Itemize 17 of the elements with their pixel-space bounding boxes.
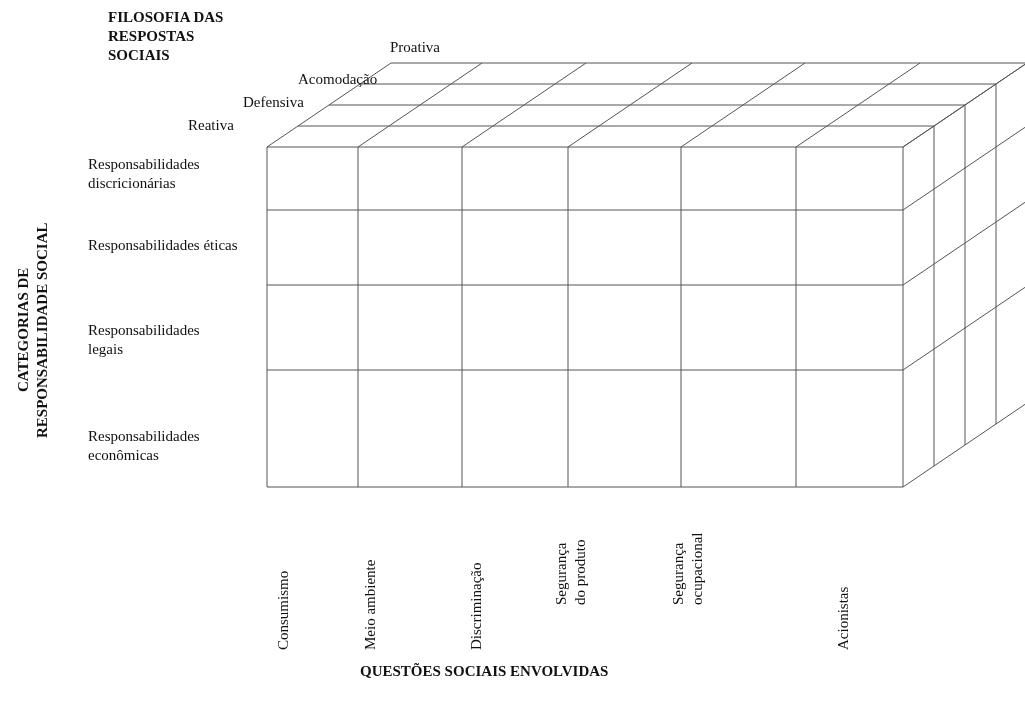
- column-label: Segurança do produto: [552, 538, 589, 605]
- row-label: Responsabilidades econômicas: [88, 427, 201, 465]
- axis-title: FILOSOFIA DAS RESPOSTAS SOCIAIS: [108, 8, 225, 65]
- column-label: Meio ambiente: [361, 558, 379, 650]
- row-label: Responsabilidades discricionárias: [88, 155, 201, 193]
- layer-label: Proativa: [390, 38, 440, 57]
- column-label: Acionistas: [834, 585, 852, 650]
- layer-label: Reativa: [188, 116, 234, 135]
- layer-label: Acomodação: [298, 70, 378, 89]
- row-label: Responsabilidades legais: [88, 321, 201, 359]
- axis-title: QUESTÕES SOCIAIS ENVOLVIDAS: [360, 662, 609, 681]
- axis-title: CATEGORIAS DE RESPONSABILIDADE SOCIAL: [14, 221, 51, 440]
- column-label: Consumismo: [274, 569, 292, 650]
- column-label: Segurança ocupacional: [669, 531, 706, 605]
- layer-label: Defensiva: [243, 93, 304, 112]
- column-label: Discriminação: [467, 561, 485, 650]
- row-label: Responsabilidades éticas: [88, 236, 238, 255]
